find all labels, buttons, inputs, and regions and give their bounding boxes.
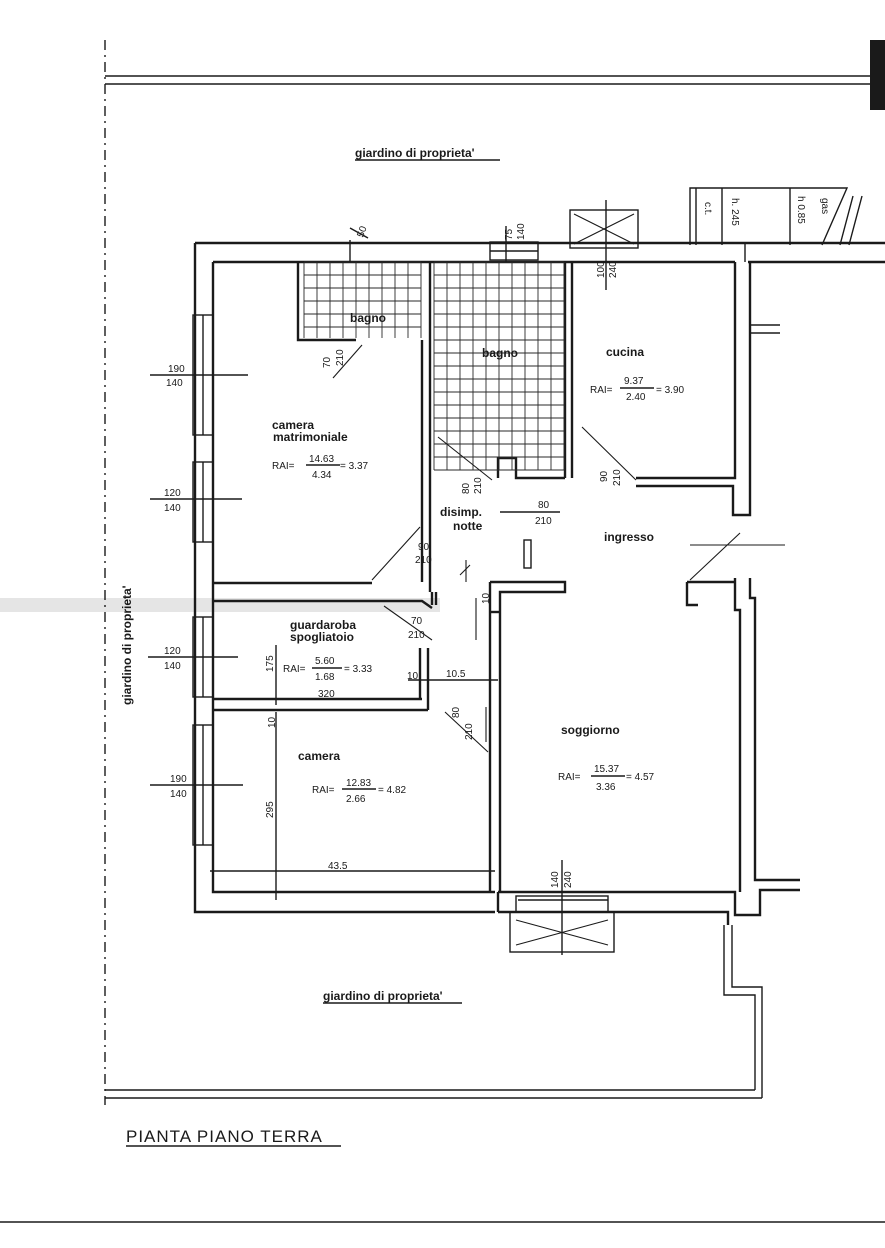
dim-camera-w: 43.5 [328,861,348,872]
rai-result: = 3.90 [656,385,685,396]
room-label-camera-matrimoniale-1: camera [272,418,314,432]
dim-matrim-door-b: 210 [415,555,432,566]
rai-result: = 4.82 [378,785,407,796]
rai-denominator: 1.68 [315,672,335,683]
rai-prefix: RAI= [590,385,613,396]
rai-soggiorno: RAI= 15.37 3.36 = 4.57 [558,764,655,793]
ct-box [689,187,863,246]
rai-prefix: RAI= [272,461,295,472]
dim-wall-10a: 10 [407,671,419,682]
rai-prefix: RAI= [283,664,306,675]
room-label-ingresso: ingresso [604,530,654,544]
dim-win1-b: 140 [166,378,183,389]
annotation-ct: c.t. [702,202,713,215]
rai-numerator: 14.63 [309,454,334,465]
dim-bagno-door-b: 210 [335,349,346,366]
dim-matrim-door-a: 90 [418,542,430,553]
dim-win4-a: 190 [170,774,187,785]
room-label-guardaroba-1: guardaroba [290,618,356,632]
top-openings [349,200,639,290]
dim-sogg-door-10: 10 [481,592,492,604]
dim-bagno2-door-a: 80 [461,482,472,494]
dim-guard-door-a: 70 [411,616,423,627]
dim-cucina-top-a: 100 [596,261,607,278]
soggiorno-bottom-opening [509,860,615,955]
dim-wall-105: 10.5 [446,669,466,680]
dim-bagno-top: 50 [355,224,369,239]
dim-camera-h: 295 [265,801,276,818]
garden-label-left: giardino di proprieta' [120,585,134,705]
dim-win2-a: 120 [164,488,181,499]
room-label-guardaroba-2: spogliatoio [290,630,354,644]
garden-label-bottom: giardino di proprieta' [323,989,443,1003]
bagno-large-tiles [433,261,565,471]
rai-numerator: 9.37 [624,376,644,387]
room-label-disimp-1: disimp. [440,505,482,519]
left-windows [148,314,248,846]
dim-cucina-top-b: 240 [608,261,619,278]
dim-ingresso-door-b: 210 [535,516,552,527]
bagno-small-tiles [303,261,422,338]
room-label-camera-matrimoniale-2: matrimoniale [273,430,348,444]
annotation-h085: h 0.85 [795,196,806,224]
property-boundary [104,40,875,1105]
room-label-camera: camera [298,749,340,763]
annotation-h245: h. 245 [729,198,740,226]
dim-ingresso-door-a: 80 [538,500,550,511]
dim-win3-b: 140 [164,661,181,672]
rai-guardaroba: RAI= 5.60 1.68 = 3.33 [283,656,373,683]
rai-matrimoniale: RAI= 14.63 4.34 = 3.37 [272,454,369,481]
dim-win3-a: 120 [164,646,181,657]
rai-camera: RAI= 12.83 2.66 = 4.82 [312,778,407,805]
dim-bagno2-top-b: 140 [516,223,527,240]
dim-win4-b: 140 [170,789,187,800]
rai-denominator: 3.36 [596,782,616,793]
dim-guard-h: 175 [265,655,276,672]
garden-label-top: giardino di proprieta' [355,146,475,160]
dim-sogg-win-a: 140 [550,871,561,888]
dim-win2-b: 140 [164,503,181,514]
dim-guard-door-b: 210 [408,630,425,641]
dim-cucina-door-b: 210 [612,469,623,486]
rai-cucina: RAI= 9.37 2.40 = 3.90 [590,376,685,403]
dim-bagno2-top-a: 75 [504,228,515,240]
rai-numerator: 15.37 [594,764,619,775]
dim-bagno2-door-b: 210 [473,477,484,494]
scan-edge [870,40,885,110]
dim-bagno-door-a: 70 [322,356,333,368]
rai-result: = 4.57 [626,772,655,783]
room-label-cucina: cucina [606,345,644,359]
dim-wall-10b: 10 [267,716,278,728]
room-label-disimp-2: notte [453,519,483,533]
dim-sogg-win-b: 240 [563,871,574,888]
annotation-gas: gas [819,198,830,214]
room-label-bagno-large: bagno [482,346,518,360]
rai-denominator: 2.40 [626,392,646,403]
rai-prefix: RAI= [558,772,581,783]
plan-title: PIANTA PIANO TERRA [126,1127,323,1146]
rai-result: = 3.33 [344,664,373,675]
dimension-lines [210,511,560,900]
dim-camera-door-a: 80 [451,706,462,718]
room-label-soggiorno: soggiorno [561,723,620,737]
door-swings [332,344,785,753]
rai-numerator: 12.83 [346,778,371,789]
rai-denominator: 2.66 [346,794,366,805]
room-label-bagno-small: bagno [350,311,386,325]
rai-numerator: 5.60 [315,656,335,667]
dim-wall-320: 320 [318,689,335,700]
dim-camera-door-b: 210 [464,723,475,740]
dim-win1-a: 190 [168,364,185,375]
rai-result: = 3.37 [340,461,369,472]
rai-denominator: 4.34 [312,470,332,481]
rai-prefix: RAI= [312,785,335,796]
dim-cucina-door-a: 90 [599,470,610,482]
